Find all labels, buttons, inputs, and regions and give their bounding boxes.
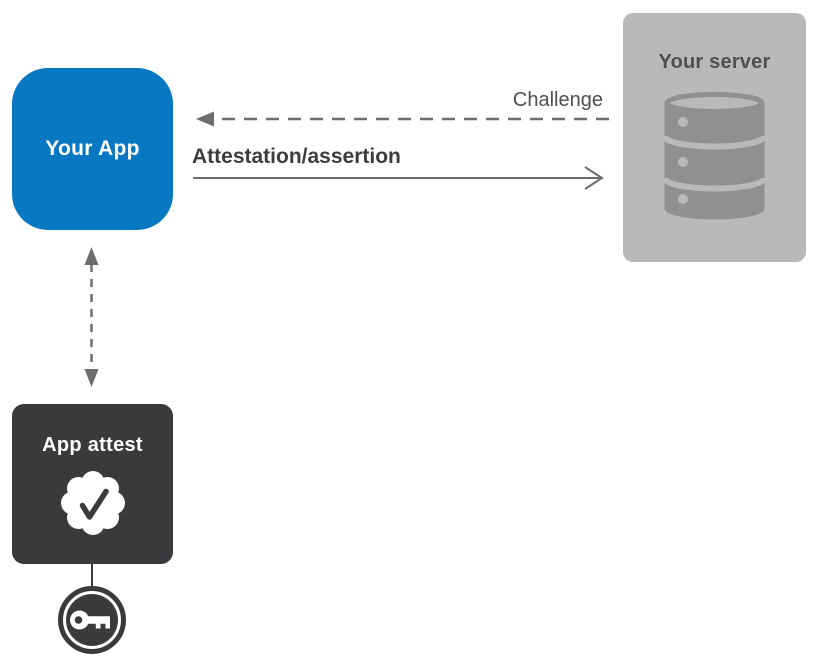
your-server-node: Your server: [623, 13, 806, 262]
key-icon: [57, 585, 127, 655]
app-attest-node: App attest: [12, 404, 173, 564]
your-app-label: Your App: [45, 137, 140, 160]
challenge-arrow: [196, 111, 609, 127]
your-app-node: Your App: [12, 68, 173, 230]
app-attest-label: App attest: [42, 434, 143, 456]
arrowhead-right-icon: [584, 166, 604, 190]
your-server-label: Your server: [658, 51, 771, 73]
database-icon: [661, 89, 768, 228]
attestation-arrow-label: Attestation/assertion: [192, 145, 401, 168]
arrowhead-left-icon: [196, 111, 214, 127]
arrowhead-up-icon: [84, 247, 99, 265]
attestation-arrow: [193, 166, 604, 190]
arrowhead-down-icon: [84, 369, 99, 387]
challenge-arrow-label: Challenge: [512, 89, 603, 111]
app-attest-link-arrow: [84, 247, 99, 387]
checkmark-seal-icon: [60, 470, 126, 541]
